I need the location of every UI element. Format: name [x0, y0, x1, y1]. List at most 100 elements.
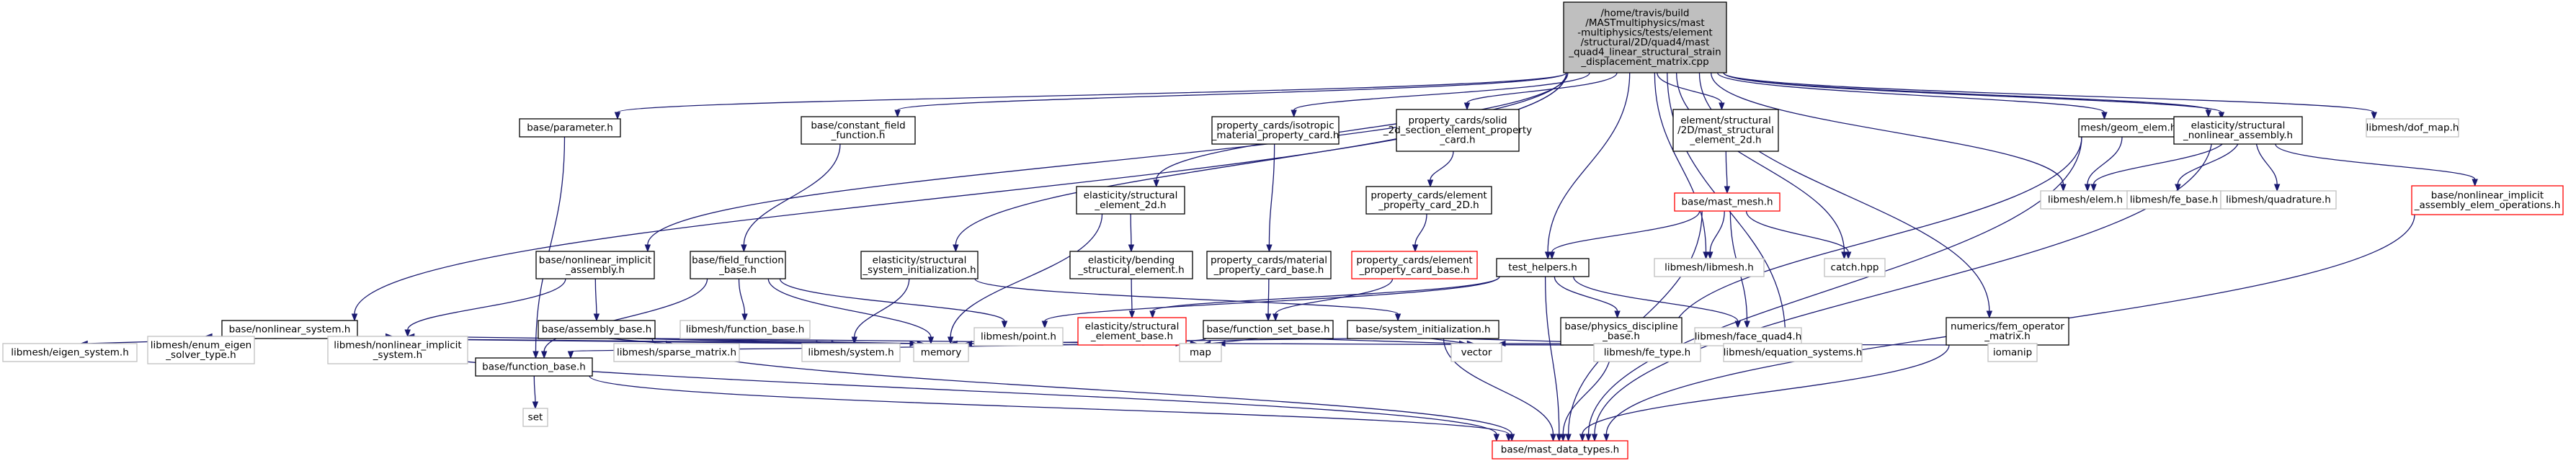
- node-label-line: base/mast_mesh.h: [1681, 197, 1773, 208]
- file-node-geom-elem[interactable]: mesh/geom_elem.h: [2078, 118, 2179, 138]
- node-label-line: base/nonlinear_system.h: [229, 324, 351, 336]
- file-node-memory[interactable]: memory: [913, 343, 969, 362]
- file-node-mat-card[interactable]: property_cards/material_property_card_ba…: [1206, 251, 1332, 279]
- file-node-const-field[interactable]: base/constant_field_function.h: [801, 116, 916, 145]
- file-node-fem-op[interactable]: numerics/fem_operator_matrix.h: [1946, 317, 2069, 346]
- file-node-set[interactable]: set: [522, 408, 548, 427]
- file-node-nl-impl-ops[interactable]: base/nonlinear_implicit_assembly_elem_op…: [2411, 185, 2564, 215]
- edge-struct_elem2d-to-memory: [947, 213, 1103, 345]
- node-label-line: elasticity/structural: [873, 254, 967, 266]
- arrowhead: [1724, 186, 1731, 194]
- node-label-line: _material_property_card.h: [1211, 130, 1340, 141]
- arrowhead: [1591, 434, 1598, 442]
- edge-func_base-to-set: [532, 375, 539, 410]
- file-node-nonlin-asm[interactable]: elasticity/structural_nonlinear_assembly…: [2173, 116, 2303, 145]
- file-node-libelem[interactable]: libmesh/elem.h: [2040, 190, 2131, 210]
- node-box: [1492, 440, 1628, 460]
- file-node-libsystem[interactable]: libmesh/system.h: [801, 343, 901, 362]
- file-node-phys-disc[interactable]: base/physics_discipline_base.h: [1560, 317, 1683, 346]
- node-label-line: elasticity/structural: [1085, 321, 1180, 332]
- node-label-line: _matrix.h: [1984, 331, 2031, 342]
- root-file-node: /home/travis/build/MASTmultiphysics/mast…: [1563, 1, 1727, 73]
- node-label-line: _system.h: [373, 349, 422, 361]
- node-box: [679, 320, 811, 339]
- file-node-func-base[interactable]: base/function_base.h: [475, 357, 593, 377]
- file-node-vector[interactable]: vector: [1450, 343, 1502, 362]
- arrowhead: [1493, 434, 1500, 442]
- file-node-dof-map[interactable]: libmesh/dof_map.h: [2366, 118, 2459, 138]
- file-node-mast-struct2d[interactable]: element/structural/2D/mast_structural_el…: [1672, 109, 1779, 152]
- file-node-liblibmesh[interactable]: libmesh/libmesh.h: [1654, 258, 1765, 277]
- edge-root-to-mast_struct2d: [1657, 72, 1725, 111]
- file-node-nonlin-sys[interactable]: base/nonlinear_system.h: [221, 320, 358, 339]
- file-node-catch[interactable]: catch.hpp: [1824, 258, 1886, 277]
- node-box: [147, 336, 255, 364]
- file-node-field-func[interactable]: base/field_function_base.h: [690, 251, 786, 279]
- file-node-lib-nl-impl[interactable]: libmesh/nonlinear_implicit_system.h: [327, 336, 468, 364]
- file-node-mast-mesh[interactable]: base/mast_mesh.h: [1674, 192, 1781, 212]
- file-node-libfunc-base[interactable]: libmesh/function_base.h: [679, 320, 811, 339]
- file-node-solid2d[interactable]: property_cards/solid_2d_section_element_…: [1383, 109, 1532, 152]
- arrowhead: [1614, 310, 1621, 319]
- arrowhead: [1001, 321, 1008, 329]
- edge-root-to-nonlin_asm: [1723, 72, 2212, 118]
- arrowhead: [2472, 179, 2478, 187]
- file-node-test-helpers[interactable]: test_helpers.h: [1496, 258, 1590, 277]
- arrowhead: [1266, 244, 1273, 253]
- edge-root-to-geom_elem: [1717, 72, 2108, 120]
- arrowhead: [1845, 251, 1852, 260]
- edge-solid2d-to-card2d: [1427, 151, 1454, 188]
- arrowhead: [1427, 179, 1434, 188]
- node-box: [613, 343, 740, 362]
- file-node-eigen-sys[interactable]: libmesh/eigen_system.h: [2, 343, 138, 362]
- node-label-line: _structural_element.h: [1077, 264, 1184, 276]
- edge-asm_base-to-data_types: [651, 338, 1515, 442]
- node-box: [1694, 327, 1802, 346]
- file-node-iomanip[interactable]: iomanip: [1987, 343, 2038, 362]
- node-box: [1987, 343, 2038, 362]
- file-node-struct-elem-base[interactable]: elasticity/structural_element_base.h: [1077, 317, 1187, 346]
- file-node-fe-type[interactable]: libmesh/fe_type.h: [1593, 343, 1701, 362]
- edge-field_func-to-libpoint: [779, 278, 1008, 329]
- edge-test_helpers-to-struct_elem_base: [1149, 276, 1500, 319]
- file-node-struct-sys-init[interactable]: elasticity/structural_system_initializat…: [860, 251, 979, 279]
- file-node-face-quad4[interactable]: libmesh/face_quad4.h: [1694, 327, 1802, 346]
- node-label-line: /structural/2D/quad4/mast: [1581, 37, 1710, 48]
- file-node-libpoint[interactable]: libmesh/point.h: [973, 327, 1064, 346]
- file-node-enum-eigen[interactable]: libmesh/enum_eigen_solver_type.h: [147, 336, 255, 364]
- node-label-line: libmesh/fe_base.h: [2130, 194, 2219, 206]
- arrowhead: [1556, 434, 1563, 442]
- arrowhead: [927, 336, 935, 345]
- file-node-iso-card[interactable]: property_cards/isotropic_material_proper…: [1211, 116, 1340, 145]
- node-label-line: _assembly.h: [565, 264, 625, 276]
- arrowhead: [2084, 184, 2091, 192]
- node-label-line: base/assembly_base.h: [542, 324, 652, 336]
- node-label-line: _property_card_base.h: [1359, 264, 1470, 276]
- node-box: [801, 116, 916, 145]
- file-node-eq-sys[interactable]: libmesh/equation_systems.h: [1723, 343, 1863, 362]
- file-node-quadrature[interactable]: libmesh/quadrature.h: [2220, 190, 2337, 210]
- node-label-line: libmesh/dof_map.h: [2366, 122, 2459, 134]
- node-label-line: property_cards/material: [1211, 254, 1327, 266]
- edge-root-to-catch: [1676, 72, 1848, 260]
- arrowhead: [1986, 310, 1993, 319]
- edge-sys_init-to-data_types: [1443, 338, 1556, 442]
- file-node-data-types[interactable]: base/mast_data_types.h: [1492, 440, 1628, 460]
- file-node-param[interactable]: base/parameter.h: [519, 118, 621, 138]
- node-label-line: _system_initialization.h: [862, 264, 976, 276]
- file-node-sparse[interactable]: libmesh/sparse_matrix.h: [613, 343, 740, 362]
- file-node-bending[interactable]: elasticity/bending_structural_element.h: [1069, 251, 1193, 279]
- file-node-libfe-base[interactable]: libmesh/fe_base.h: [2126, 190, 2221, 210]
- file-node-func-set[interactable]: base/function_set_base.h: [1203, 320, 1334, 339]
- node-label-line: map: [1190, 347, 1211, 359]
- file-node-nl-impl-asm[interactable]: base/nonlinear_implicit_assembly.h: [535, 251, 655, 279]
- file-node-struct-elem2d[interactable]: elasticity/structural_element_2d.h: [1076, 186, 1185, 215]
- file-node-map[interactable]: map: [1179, 343, 1222, 362]
- file-node-card2d[interactable]: property_cards/element_property_card_2D.…: [1365, 186, 1492, 215]
- file-node-asm-base[interactable]: base/assembly_base.h: [538, 320, 656, 339]
- edge-fe_base-to-libfe_base: [2175, 136, 2241, 192]
- file-node-elem-card-base[interactable]: property_cards/element_property_card_bas…: [1351, 251, 1478, 279]
- edge-root-to-dof_map: [1723, 72, 2377, 120]
- node-box: [1654, 258, 1765, 277]
- file-node-sys-init[interactable]: base/system_initialization.h: [1347, 320, 1499, 339]
